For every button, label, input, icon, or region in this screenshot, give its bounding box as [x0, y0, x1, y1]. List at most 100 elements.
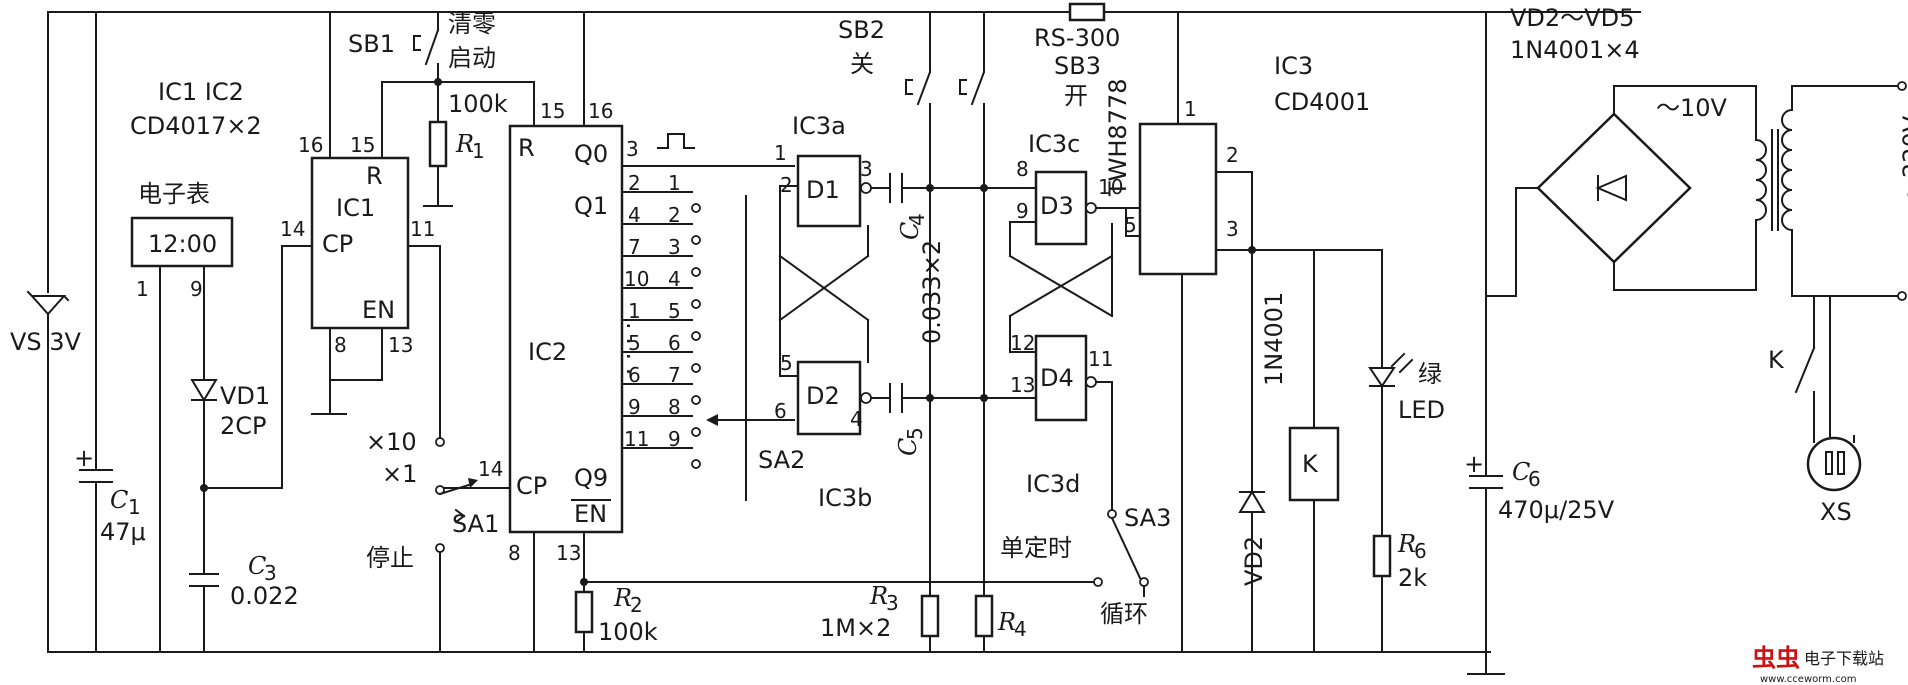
- svg-text:VD2～VD5: VD2～VD5: [1510, 4, 1634, 32]
- svg-text:13: 13: [388, 333, 413, 357]
- svg-text:D3: D3: [1040, 192, 1074, 220]
- svg-text:VS 3V: VS 3V: [10, 328, 82, 356]
- svg-text:1: 1: [628, 299, 641, 323]
- svg-text:R: R: [997, 608, 1016, 636]
- svg-text:启动: 启动: [448, 44, 496, 72]
- svg-text:×1: ×1: [382, 460, 417, 488]
- diode-vd2: 1N4001 VD2: [1238, 249, 1288, 653]
- svg-text:9: 9: [190, 277, 203, 301]
- svg-text:电子表: 电子表: [138, 180, 210, 208]
- svg-text:5: 5: [780, 351, 793, 375]
- svg-text:6: 6: [668, 331, 681, 355]
- svg-text:～220V: ～220V: [1898, 115, 1908, 202]
- svg-text:470μ/25V: 470μ/25V: [1498, 496, 1615, 524]
- ic2-chip: R Q0 Q1 Q9 CP EN IC2 · · · · 15 16 14 8 …: [437, 11, 1099, 653]
- switch-sb1[interactable]: SB1 清零 启动: [348, 10, 496, 86]
- svg-text:C: C: [1512, 458, 1530, 486]
- relay-contact-k[interactable]: K: [1768, 295, 1816, 437]
- switch-sa3[interactable]: SA3 单定时 循环: [1000, 504, 1171, 628]
- svg-text:5: 5: [1124, 213, 1137, 237]
- svg-text:×10: ×10: [366, 428, 417, 456]
- diode-vd1: VD1 2CP: [190, 379, 270, 575]
- svg-text:2: 2: [630, 593, 643, 617]
- svg-text:SB3: SB3: [1054, 52, 1101, 80]
- svg-text:7: 7: [668, 363, 681, 387]
- svg-text:Q9: Q9: [574, 464, 608, 492]
- svg-text:10: 10: [624, 267, 649, 291]
- ic12-title: IC1 IC2: [158, 78, 244, 106]
- svg-text:D2: D2: [806, 382, 840, 410]
- resistors-r3-r4: R 3 1M×2 R 4: [820, 582, 1027, 642]
- svg-text:47μ: 47μ: [100, 518, 146, 546]
- svg-text:1M×2: 1M×2: [820, 614, 891, 642]
- rectifier-bridge: VD2～VD5 1N4001×4 ～10V: [1485, 4, 1757, 297]
- switch-sb2[interactable]: SB2 关: [838, 11, 940, 653]
- svg-text:8: 8: [668, 395, 681, 419]
- svg-text:9: 9: [1016, 199, 1029, 223]
- svg-text:RS-300: RS-300: [1034, 24, 1120, 52]
- svg-text:IC1: IC1: [336, 194, 375, 222]
- sa2-selector[interactable]: 2 4 7 10 1 5 6 9 11 1 2 3 4 5 6 7 8 9 SA…: [621, 171, 872, 512]
- svg-text:5: 5: [628, 331, 641, 355]
- svg-text:8: 8: [334, 333, 347, 357]
- svg-text:6: 6: [1414, 539, 1427, 563]
- svg-text:4: 4: [668, 267, 681, 291]
- svg-text:1: 1: [128, 495, 141, 519]
- svg-text:K: K: [1302, 450, 1319, 478]
- svg-text:R: R: [869, 582, 888, 610]
- power-rails: [47, 11, 1641, 675]
- capacitor-c3: C 3 0.022: [189, 552, 299, 653]
- svg-text:2CP: 2CP: [220, 412, 267, 440]
- svg-text:16: 16: [588, 99, 613, 123]
- svg-text:2: 2: [1226, 143, 1239, 167]
- svg-text:1N4001: 1N4001: [1260, 292, 1288, 386]
- svg-text:CP: CP: [322, 230, 353, 258]
- svg-text:100k: 100k: [448, 90, 508, 118]
- svg-text:4: 4: [905, 213, 929, 226]
- svg-text:12:00: 12:00: [148, 230, 217, 258]
- capacitor-c4: C 4: [889, 173, 1037, 240]
- svg-text:8: 8: [1016, 157, 1029, 181]
- svg-text:SA1: SA1: [452, 510, 499, 538]
- svg-text:停止: 停止: [366, 544, 414, 572]
- svg-text:IC2: IC2: [528, 338, 567, 366]
- gate-d2: D2 5 6 4: [774, 185, 891, 436]
- svg-text:14: 14: [280, 217, 305, 241]
- svg-text:11: 11: [410, 217, 435, 241]
- svg-text:0.022: 0.022: [230, 582, 299, 610]
- svg-text:15: 15: [540, 99, 565, 123]
- svg-text:1N4001×4: 1N4001×4: [1510, 36, 1640, 64]
- svg-text:Q1: Q1: [574, 192, 608, 220]
- svg-text:绿: 绿: [1418, 360, 1442, 388]
- svg-text:1: 1: [136, 277, 149, 301]
- svg-text:R: R: [518, 134, 535, 162]
- svg-text:+: +: [74, 444, 94, 472]
- svg-text:2k: 2k: [1398, 564, 1427, 592]
- svg-text:16: 16: [298, 133, 323, 157]
- svg-text:2: 2: [628, 171, 641, 195]
- svg-text:LED: LED: [1398, 396, 1445, 424]
- svg-text:关: 关: [850, 50, 874, 78]
- svg-text:3: 3: [886, 591, 899, 615]
- switch-sa1[interactable]: ×10 ×1 停止 SA1: [200, 428, 499, 653]
- svg-text:Q0: Q0: [574, 140, 608, 168]
- svg-text:R: R: [366, 162, 383, 190]
- svg-text:11: 11: [1088, 347, 1113, 371]
- svg-text:VD2: VD2: [1240, 536, 1268, 586]
- capacitor-c5: C 5 0.033×2: [889, 240, 1037, 456]
- svg-text:C: C: [110, 486, 128, 514]
- switch-sb3[interactable]: SB3 开: [959, 11, 1101, 653]
- svg-text:EN: EN: [362, 296, 395, 324]
- svg-text:SA2: SA2: [758, 446, 805, 474]
- svg-text:R: R: [1397, 530, 1416, 558]
- svg-text:R: R: [613, 584, 632, 612]
- svg-text:VD1: VD1: [220, 382, 270, 410]
- svg-text:0.033×2: 0.033×2: [918, 240, 946, 344]
- svg-text:C: C: [896, 222, 924, 240]
- svg-text:TWH8778: TWH8778: [1104, 78, 1132, 197]
- svg-text:5: 5: [903, 427, 927, 440]
- svg-text:IC3d: IC3d: [1026, 470, 1080, 498]
- svg-text:IC3b: IC3b: [818, 484, 872, 512]
- svg-text:14: 14: [478, 457, 503, 481]
- relay-k: K: [1288, 249, 1340, 653]
